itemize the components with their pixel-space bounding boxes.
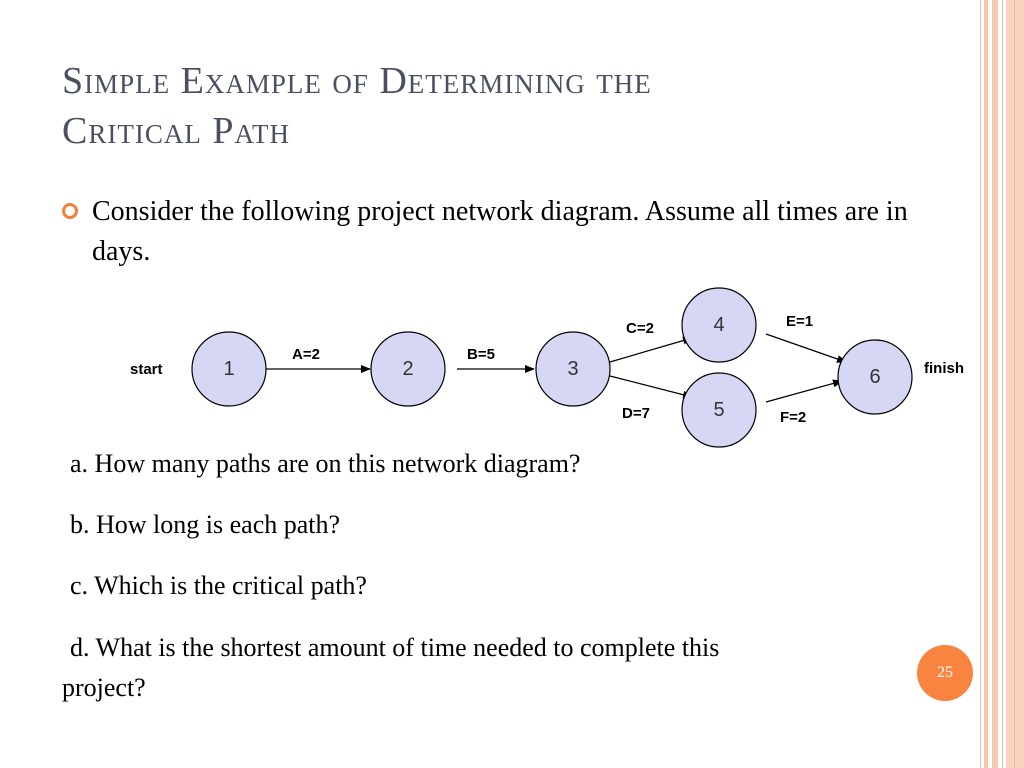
node-2-label: 2 [402,358,413,380]
question-b: b. How long is each path? [70,510,341,539]
page-number-badge: 25 [917,645,973,701]
decor-stripe [980,0,981,768]
decor-stripe [984,0,988,768]
node-2: 2 [370,331,446,407]
edge-label-a: A=2 [292,346,320,363]
edge-label-b: B=5 [467,346,495,363]
edge-label-e: E=1 [786,313,813,330]
node-4-label: 4 [713,314,724,336]
edge-c [609,336,693,363]
bullet-circle-icon [62,203,78,219]
question-c: c. Which is the critical path? [70,571,367,600]
edge-d [609,375,693,399]
title-line-2: Critical Path [62,110,290,152]
slide-title: Simple Example of Determining the Critic… [62,56,942,156]
edge-e [765,333,847,363]
finish-label: finish [924,360,964,377]
question-a: a. How many paths are on this network di… [70,449,581,478]
decor-stripe [1006,0,1024,768]
node-4: 4 [681,287,757,363]
node-6-label: 6 [869,366,880,388]
edge-label-f: F=2 [780,409,806,426]
node-5-label: 5 [713,399,724,421]
edge-label-d: D=7 [622,405,650,422]
bullet-text: Consider the following project network d… [92,196,908,267]
start-label: start [130,361,163,378]
node-3-label: 3 [567,358,578,380]
node-1: 1 [191,331,267,407]
node-6: 6 [837,339,913,415]
decor-stripe [1014,0,1015,768]
decor-stripe [1002,0,1003,768]
decor-stripe [992,0,998,768]
edge-label-c: C=2 [626,320,654,337]
question-d: d. What is the shortest amount of time n… [62,633,720,702]
node-3: 3 [535,331,611,407]
node-5: 5 [681,372,757,448]
edge-f [765,379,843,403]
title-line-1: Simple Example of Determining the [62,60,652,102]
node-1-label: 1 [223,358,234,380]
